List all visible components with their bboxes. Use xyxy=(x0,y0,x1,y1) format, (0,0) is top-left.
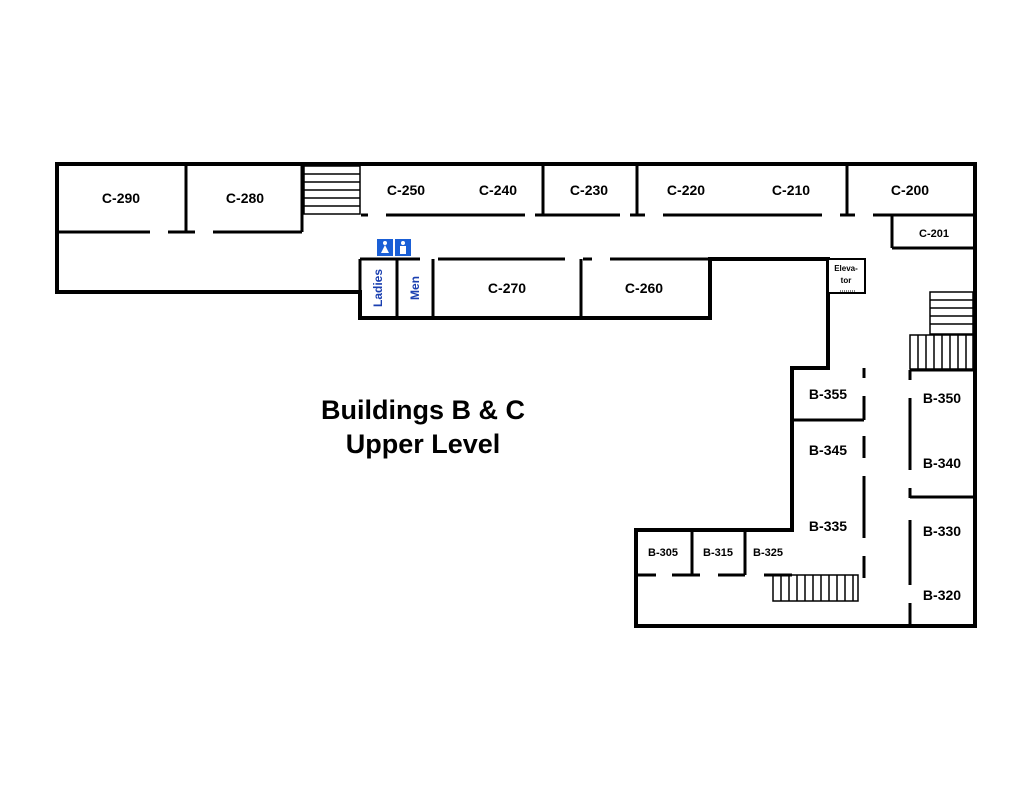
room-label-c240: C-240 xyxy=(479,182,517,198)
room-label-c200: C-200 xyxy=(891,182,929,198)
restroom-icon xyxy=(377,239,411,256)
room-label-b335: B-335 xyxy=(809,518,847,534)
room-label-b305: B-305 xyxy=(648,547,678,559)
room-label-b330: B-330 xyxy=(923,523,961,539)
stairs-icon xyxy=(909,291,974,370)
room-label-c230: C-230 xyxy=(570,182,608,198)
room-label-b355: B-355 xyxy=(809,386,847,402)
map-title-line1: Buildings B & C xyxy=(321,395,525,425)
interior-walls-b xyxy=(636,368,975,626)
stairs-icon xyxy=(303,165,361,215)
map-title-line2: Upper Level xyxy=(346,429,501,459)
room-label-b340: B-340 xyxy=(923,455,961,471)
room-label-c280: C-280 xyxy=(226,190,264,206)
room-label-c260: C-260 xyxy=(625,280,663,296)
elevator xyxy=(827,258,866,294)
room-label-c201: C-201 xyxy=(919,228,949,240)
room-label-b345: B-345 xyxy=(809,442,847,458)
room-label-c270: C-270 xyxy=(488,280,526,296)
room-label-b320: B-320 xyxy=(923,587,961,603)
room-label-b315: B-315 xyxy=(703,547,733,559)
stairs-icon xyxy=(772,574,859,602)
room-label-c290: C-290 xyxy=(102,190,140,206)
restroom-ladies-label: Ladies xyxy=(371,269,385,307)
elevator-label-line1: Eleva- xyxy=(834,264,858,273)
room-label-c210: C-210 xyxy=(772,182,810,198)
room-label-b350: B-350 xyxy=(923,390,961,406)
room-label-c250: C-250 xyxy=(387,182,425,198)
room-label-b325: B-325 xyxy=(753,547,783,559)
restroom-men-label: Men xyxy=(408,276,422,300)
room-label-c220: C-220 xyxy=(667,182,705,198)
interior-walls-c xyxy=(57,164,975,318)
elevator-label-line2: tor xyxy=(841,276,852,285)
